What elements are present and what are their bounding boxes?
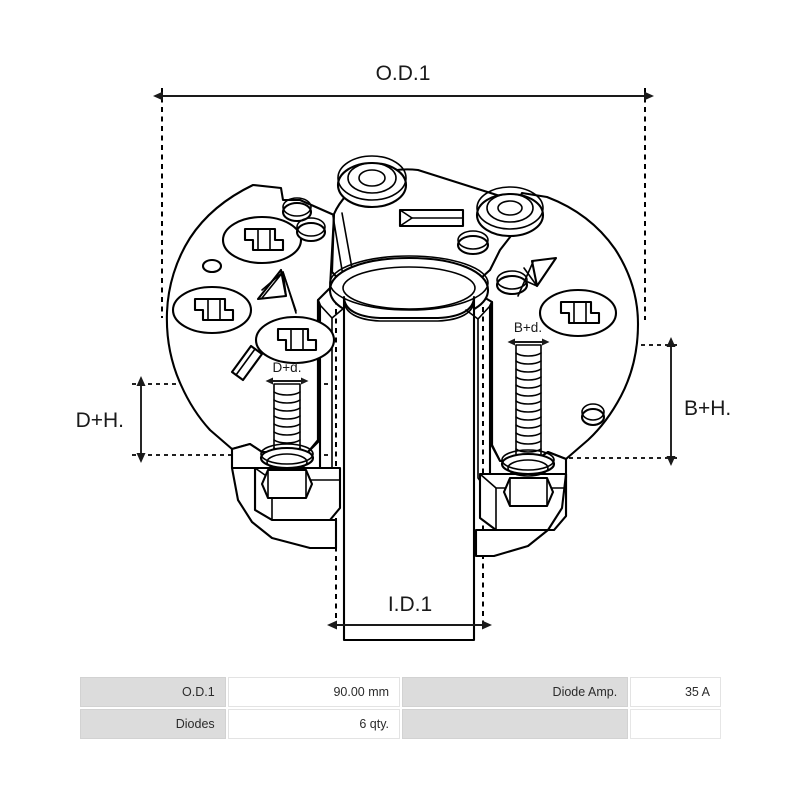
dd-label: D+d.: [273, 360, 302, 375]
spec-value-empty: [630, 709, 721, 739]
spec-value-diode-amp: 35 A: [630, 677, 721, 707]
od1-label: O.D.1: [376, 62, 431, 85]
rectifier-drawing-svg: .ln { fill:none; stroke:#000; stroke-wid…: [75, 62, 732, 642]
dh-label: D+H.: [76, 409, 124, 432]
technical-drawing: .ln { fill:none; stroke:#000; stroke-wid…: [75, 62, 732, 642]
spec-value-od1: 90.00 mm: [227, 677, 401, 707]
table-row: Diodes 6 qty.: [80, 709, 721, 739]
spec-label-diode-amp: Diode Amp.: [402, 677, 629, 707]
id1-label: I.D.1: [388, 593, 432, 616]
specification-table: O.D.1 90.00 mm Diode Amp. 35 A Diodes 6 …: [78, 675, 723, 741]
bh-label: B+H.: [684, 397, 731, 420]
table-row: O.D.1 90.00 mm Diode Amp. 35 A: [80, 677, 721, 707]
spec-label-od1: O.D.1: [80, 677, 226, 707]
spec-label-empty: [402, 709, 629, 739]
spec-label-diodes: Diodes: [80, 709, 226, 739]
bd-label: B+d.: [514, 320, 542, 335]
spec-value-diodes: 6 qty.: [227, 709, 401, 739]
